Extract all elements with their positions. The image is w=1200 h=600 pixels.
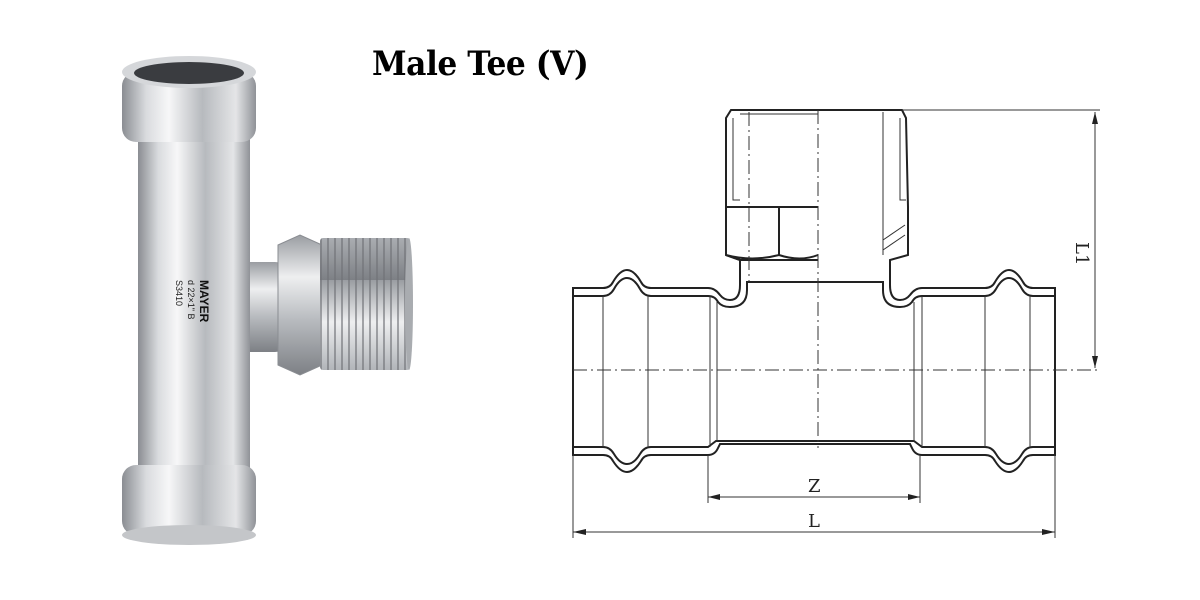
- technical-drawing: Z L L1: [572, 109, 1100, 538]
- socket-lines: [602, 296, 1031, 447]
- size-marking: d 22×1" B: [186, 280, 196, 319]
- top-bore: [134, 62, 244, 84]
- fitting-photo: MAYER d 22×1" B S3410: [122, 56, 413, 545]
- dim-label-l1: L1: [1071, 242, 1092, 265]
- bottom-rim: [122, 525, 256, 545]
- page-title: Male Tee (V): [372, 44, 589, 84]
- brand-marking: MAYER: [197, 280, 211, 323]
- material-marking: S3410: [174, 280, 184, 306]
- arrow-l-right: [1042, 529, 1055, 535]
- body-outline-top: [572, 109, 1056, 474]
- arrow-l1-bottom: [1092, 356, 1098, 368]
- thread-end: [405, 238, 413, 370]
- arrow-z-right: [908, 494, 920, 500]
- hex-outline: [725, 206, 819, 282]
- arrow-l-left: [573, 529, 586, 535]
- extension-lines: [572, 109, 1100, 538]
- bottom-socket: [122, 465, 256, 535]
- arrow-z-left: [708, 494, 720, 500]
- top-socket: [122, 72, 256, 142]
- arrow-l1-top: [1092, 112, 1098, 124]
- hex-nut: [277, 234, 323, 376]
- male-thread: [320, 238, 410, 370]
- thread-lines: [732, 112, 906, 255]
- dim-label-z: Z: [808, 476, 821, 497]
- body-inner-contour: [573, 276, 1055, 466]
- dim-label-l: L: [808, 511, 820, 532]
- run-pipe: [138, 95, 250, 495]
